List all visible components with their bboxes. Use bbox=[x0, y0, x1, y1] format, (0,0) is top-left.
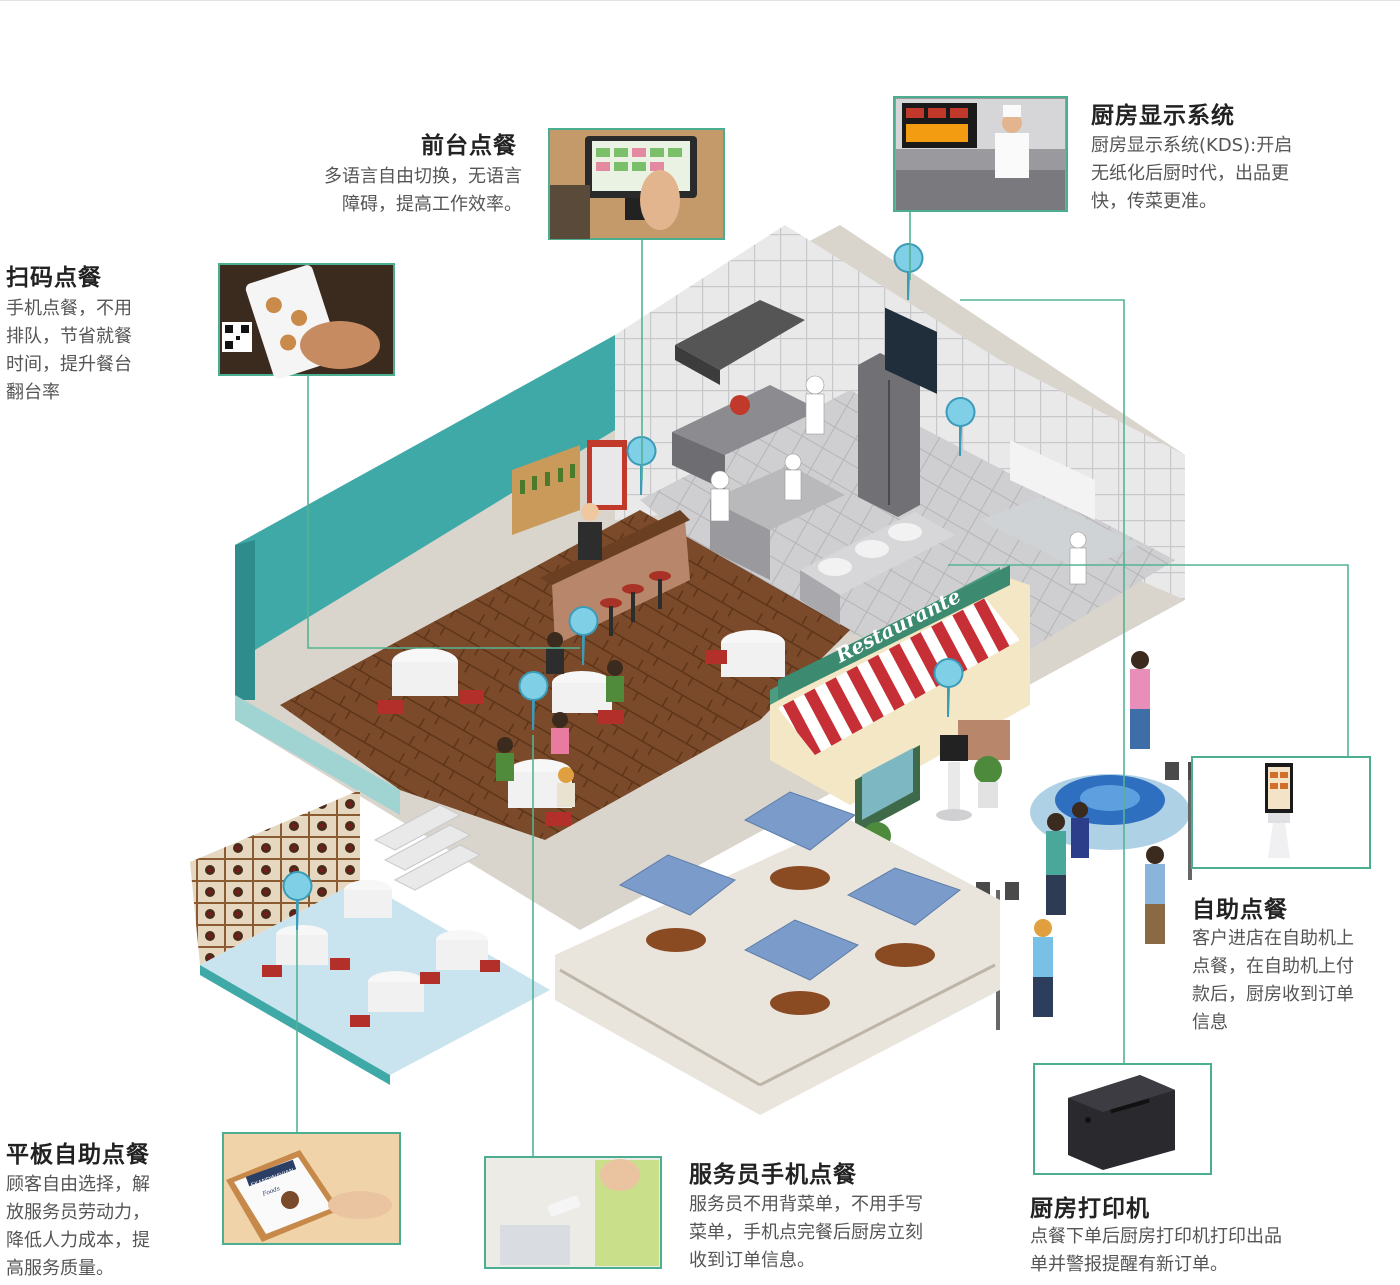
self-service-desc-line: 款后，厨房收到订单 bbox=[1192, 984, 1354, 1005]
scan-title: 扫码点餐 bbox=[6, 265, 102, 291]
scan-desc: 手机点餐，不用 排队，节省就餐 时间，提升餐台 翻台率 bbox=[6, 295, 166, 407]
tablet-desc-line: 顾客自由选择，解 bbox=[6, 1174, 150, 1195]
waiter-title: 服务员手机点餐 bbox=[689, 1162, 857, 1188]
waiter-desc-line: 服务员不用背菜单，不用手写 bbox=[689, 1194, 923, 1215]
waiter-desc-line: 收到订单信息。 bbox=[689, 1250, 815, 1271]
front-desk-title: 前台点餐 bbox=[421, 133, 517, 159]
waiter-phone-photo bbox=[484, 1156, 662, 1269]
front-desk-desc-line: 多语言自由切换，无语言 bbox=[324, 166, 522, 187]
self-service-desc: 客户进店在自助机上 点餐，在自助机上付 款后，厨房收到订单 信息 bbox=[1192, 925, 1392, 1037]
front-desk-desc: 多语言自由切换，无语言 障碍，提高工作效率。 bbox=[286, 163, 522, 219]
kds-desc-line: 快，传菜更准。 bbox=[1091, 191, 1217, 212]
tablet-desc-line: 放服务员劳动力， bbox=[6, 1202, 150, 1223]
printer-desc-line: 单并警报提醒有新订单。 bbox=[1030, 1254, 1228, 1275]
printer-desc: 点餐下单后厨房打印机打印出品 单并警报提醒有新订单。 bbox=[1030, 1223, 1330, 1279]
scan-desc-line: 排队，节省就餐 bbox=[6, 326, 132, 347]
tablet-desc-line: 高服务质量。 bbox=[6, 1258, 114, 1279]
self-service-desc-line: 客户进店在自助机上 bbox=[1192, 928, 1354, 949]
kds-desc-line: 无纸化后厨时代，出品更 bbox=[1091, 163, 1289, 184]
kds-desc: 厨房显示系统(KDS):开启 无纸化后厨时代，出品更 快，传菜更准。 bbox=[1091, 132, 1331, 216]
printer-title: 厨房打印机 bbox=[1030, 1196, 1150, 1222]
kitchen-printer-photo bbox=[1033, 1063, 1212, 1175]
scan-desc-line: 手机点餐，不用 bbox=[6, 298, 132, 319]
self-service-title: 自助点餐 bbox=[1192, 897, 1288, 923]
waiter-desc-line: 菜单，手机点完餐后厨房立刻 bbox=[689, 1222, 923, 1243]
scan-desc-line: 时间，提升餐台 bbox=[6, 354, 132, 375]
front-desk-pos-photo bbox=[548, 128, 725, 240]
tablet-ordering-photo: SKANDINAVIAN Foods bbox=[222, 1132, 401, 1245]
tablet-desc: 顾客自由选择，解 放服务员劳动力， 降低人力成本，提 高服务质量。 bbox=[6, 1171, 176, 1283]
top-divider bbox=[0, 0, 1400, 1]
tablet-title: 平板自助点餐 bbox=[6, 1142, 150, 1168]
self-service-desc-line: 信息 bbox=[1192, 1012, 1228, 1033]
front-desk-desc-line: 障碍，提高工作效率。 bbox=[342, 194, 522, 215]
self-service-kiosk-photo bbox=[1191, 756, 1371, 869]
tablet-desc-line: 降低人力成本，提 bbox=[6, 1230, 150, 1251]
kds-photo bbox=[893, 96, 1068, 212]
self-service-desc-line: 点餐，在自助机上付 bbox=[1192, 956, 1354, 977]
scan-qr-photo bbox=[218, 263, 395, 379]
waiter-desc: 服务员不用背菜单，不用手写 菜单，手机点完餐后厨房立刻 收到订单信息。 bbox=[689, 1191, 959, 1275]
kds-title: 厨房显示系统 bbox=[1091, 103, 1235, 129]
kds-desc-line: 厨房显示系统(KDS):开启 bbox=[1091, 135, 1293, 156]
printer-desc-line: 点餐下单后厨房打印机打印出品 bbox=[1030, 1226, 1282, 1247]
scan-desc-line: 翻台率 bbox=[6, 382, 60, 403]
